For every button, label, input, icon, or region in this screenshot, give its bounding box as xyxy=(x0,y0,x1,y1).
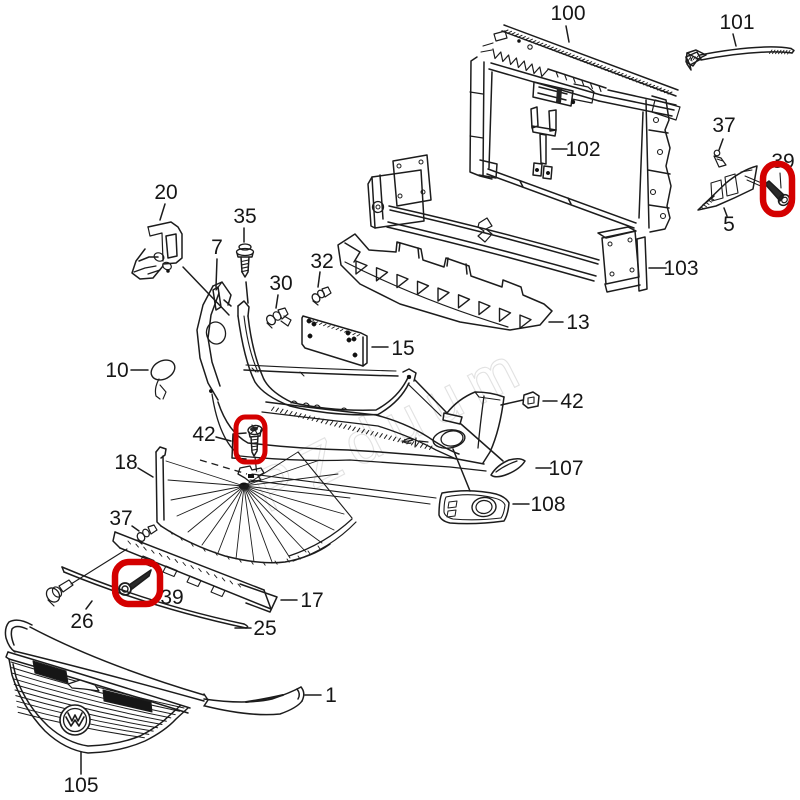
svg-text:15: 15 xyxy=(391,337,414,360)
svg-text:18: 18 xyxy=(114,451,137,474)
svg-text:42: 42 xyxy=(192,423,215,446)
svg-text:102: 102 xyxy=(565,138,600,161)
svg-text:30: 30 xyxy=(269,272,292,295)
svg-text:107: 107 xyxy=(548,457,583,480)
svg-text:101: 101 xyxy=(719,11,754,34)
svg-text:37: 37 xyxy=(712,114,735,137)
svg-text:5: 5 xyxy=(723,213,735,236)
svg-text:35: 35 xyxy=(233,205,256,228)
svg-text:42: 42 xyxy=(560,390,583,413)
svg-text:10: 10 xyxy=(105,359,128,382)
svg-text:20: 20 xyxy=(154,181,177,204)
svg-text:1: 1 xyxy=(325,684,337,707)
svg-text:100: 100 xyxy=(550,2,585,25)
svg-text:108: 108 xyxy=(530,493,565,516)
svg-text:37: 37 xyxy=(109,507,132,530)
svg-text:13: 13 xyxy=(566,311,589,334)
svg-text:7: 7 xyxy=(211,236,223,259)
svg-text:103: 103 xyxy=(663,257,698,280)
svg-text:32: 32 xyxy=(310,250,333,273)
svg-text:26: 26 xyxy=(70,610,93,633)
svg-text:25: 25 xyxy=(253,617,276,640)
svg-text:17: 17 xyxy=(300,589,323,612)
svg-text:105: 105 xyxy=(63,774,98,797)
svg-text:39: 39 xyxy=(160,586,183,609)
